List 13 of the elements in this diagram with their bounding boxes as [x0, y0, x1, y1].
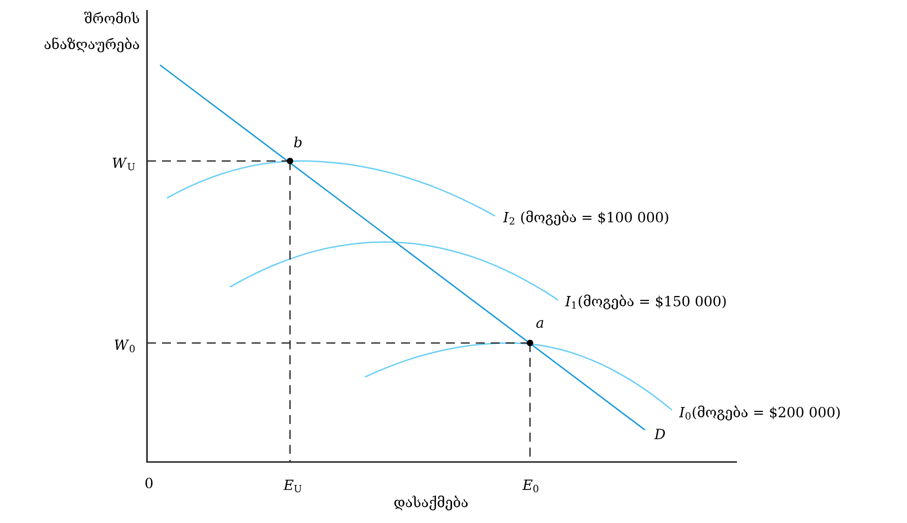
- axis-title: დასაქმება: [394, 496, 468, 510]
- axis-tick-label: W$_{U}$: [112, 158, 135, 170]
- axis-tick-label: W$_{0}$: [114, 340, 135, 352]
- axis-tick-label: 0: [146, 478, 153, 488]
- point-label: a: [536, 320, 544, 328]
- point-label: b: [294, 136, 302, 148]
- axis-tick-label: E$_{0}$: [522, 480, 538, 492]
- curve-label: I$_{1}$(მოგება = $150 000): [564, 294, 726, 310]
- curve-label: D: [654, 428, 665, 440]
- axis-tick-label: E$_{U}$: [283, 480, 302, 492]
- curve-label: I$_{2}$ (მოგება = $100 000): [502, 210, 668, 226]
- curve-label: I$_{0}$(მოგება = $200 000): [678, 406, 840, 420]
- axis-title: შრომის ანაზღაურება: [44, 12, 140, 52]
